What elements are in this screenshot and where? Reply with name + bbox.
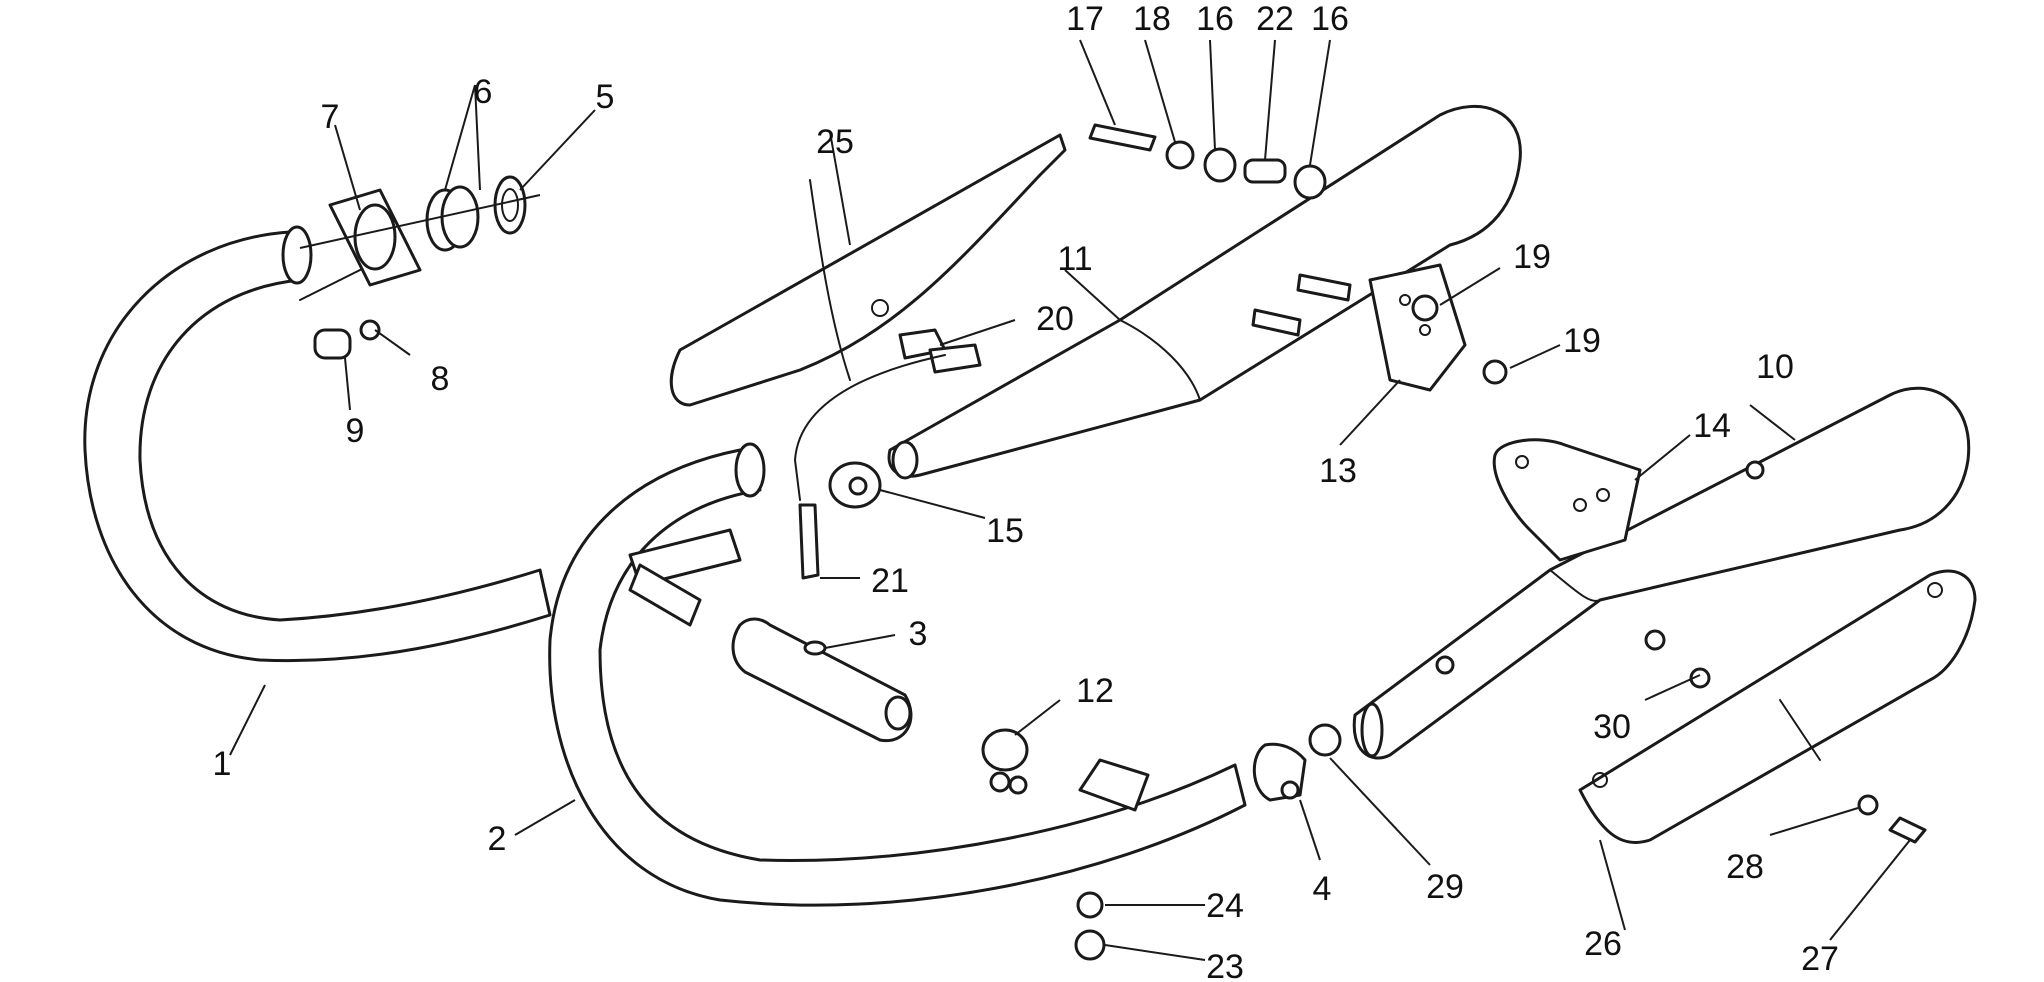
label-part-19b: 19 [1563, 322, 1601, 360]
label-part-12: 12 [1076, 672, 1114, 710]
spacer-16a [1203, 147, 1237, 183]
nut-19a [1411, 294, 1439, 322]
spacer-29 [1308, 723, 1342, 757]
sleeve-22 [1243, 158, 1287, 184]
label-part-10: 10 [1756, 348, 1794, 386]
hose-clamp-12 [981, 728, 1029, 795]
sensor-boss-15 [828, 461, 882, 509]
gasket-5 [493, 175, 527, 235]
label-part-17: 17 [1066, 0, 1104, 38]
nut-19b [1482, 359, 1508, 385]
washer-28 [1857, 794, 1879, 816]
label-part-24: 24 [1206, 887, 1244, 925]
mounting-plate-13 [1368, 263, 1467, 392]
flange-hardware [299, 175, 541, 360]
label-part-18: 18 [1133, 0, 1171, 38]
fasteners [793, 123, 1927, 961]
label-part-26: 26 [1584, 925, 1622, 963]
bracket-14 [1492, 438, 1642, 562]
label-part-27: 27 [1801, 940, 1839, 978]
label-part-15: 15 [986, 512, 1024, 550]
heat-shield-25 [669, 133, 1067, 407]
nut-23 [1074, 929, 1106, 961]
label-part-6: 6 [474, 73, 493, 111]
header-pipe-1 [83, 225, 552, 663]
label-part-16a: 16 [1196, 0, 1234, 38]
label-part-21: 21 [871, 562, 909, 600]
nut-8 [359, 319, 381, 341]
part-labels: 1 2 3 4 5 6 7 8 9 10 11 12 13 14 15 16 1… [213, 0, 1839, 982]
label-part-1: 1 [213, 745, 232, 783]
label-part-25: 25 [816, 123, 854, 161]
label-part-28: 28 [1726, 848, 1764, 886]
label-part-5: 5 [596, 78, 615, 116]
stud-9 [313, 328, 352, 360]
label-part-9: 9 [346, 412, 365, 450]
stud-a [1296, 273, 1352, 302]
label-part-22: 22 [1256, 0, 1294, 38]
label-part-3: 3 [909, 615, 928, 653]
label-part-7: 7 [321, 98, 340, 136]
label-part-30: 30 [1593, 708, 1631, 746]
label-part-20: 20 [1036, 300, 1074, 338]
header-pipe-2 [548, 442, 1247, 907]
label-part-29: 29 [1426, 868, 1464, 906]
washer-24 [1076, 891, 1104, 919]
label-part-16b: 16 [1311, 0, 1349, 38]
label-part-13: 13 [1319, 452, 1357, 490]
label-part-2: 2 [488, 820, 507, 858]
balance-box-3 [731, 617, 913, 743]
silencer-10 [1352, 386, 1971, 760]
bolt-27 [1888, 816, 1927, 844]
bolt-17 [1088, 123, 1157, 152]
washer-18 [1165, 140, 1195, 170]
silencer-11 [887, 105, 1522, 480]
heat-shield-26 [1578, 569, 1977, 845]
lambda-sensor-21 [798, 503, 820, 580]
washer-30a [1644, 629, 1666, 651]
label-part-19a: 19 [1513, 238, 1551, 276]
label-part-11: 11 [1057, 240, 1092, 278]
clamp-4 [1252, 742, 1307, 802]
label-part-14: 14 [1693, 407, 1731, 445]
label-part-23: 23 [1206, 948, 1244, 982]
stud-b [1251, 308, 1302, 337]
label-part-8: 8 [431, 360, 450, 398]
label-part-4: 4 [1313, 870, 1332, 908]
leader-lines [229, 39, 1911, 961]
spacer-16b [1293, 164, 1327, 200]
